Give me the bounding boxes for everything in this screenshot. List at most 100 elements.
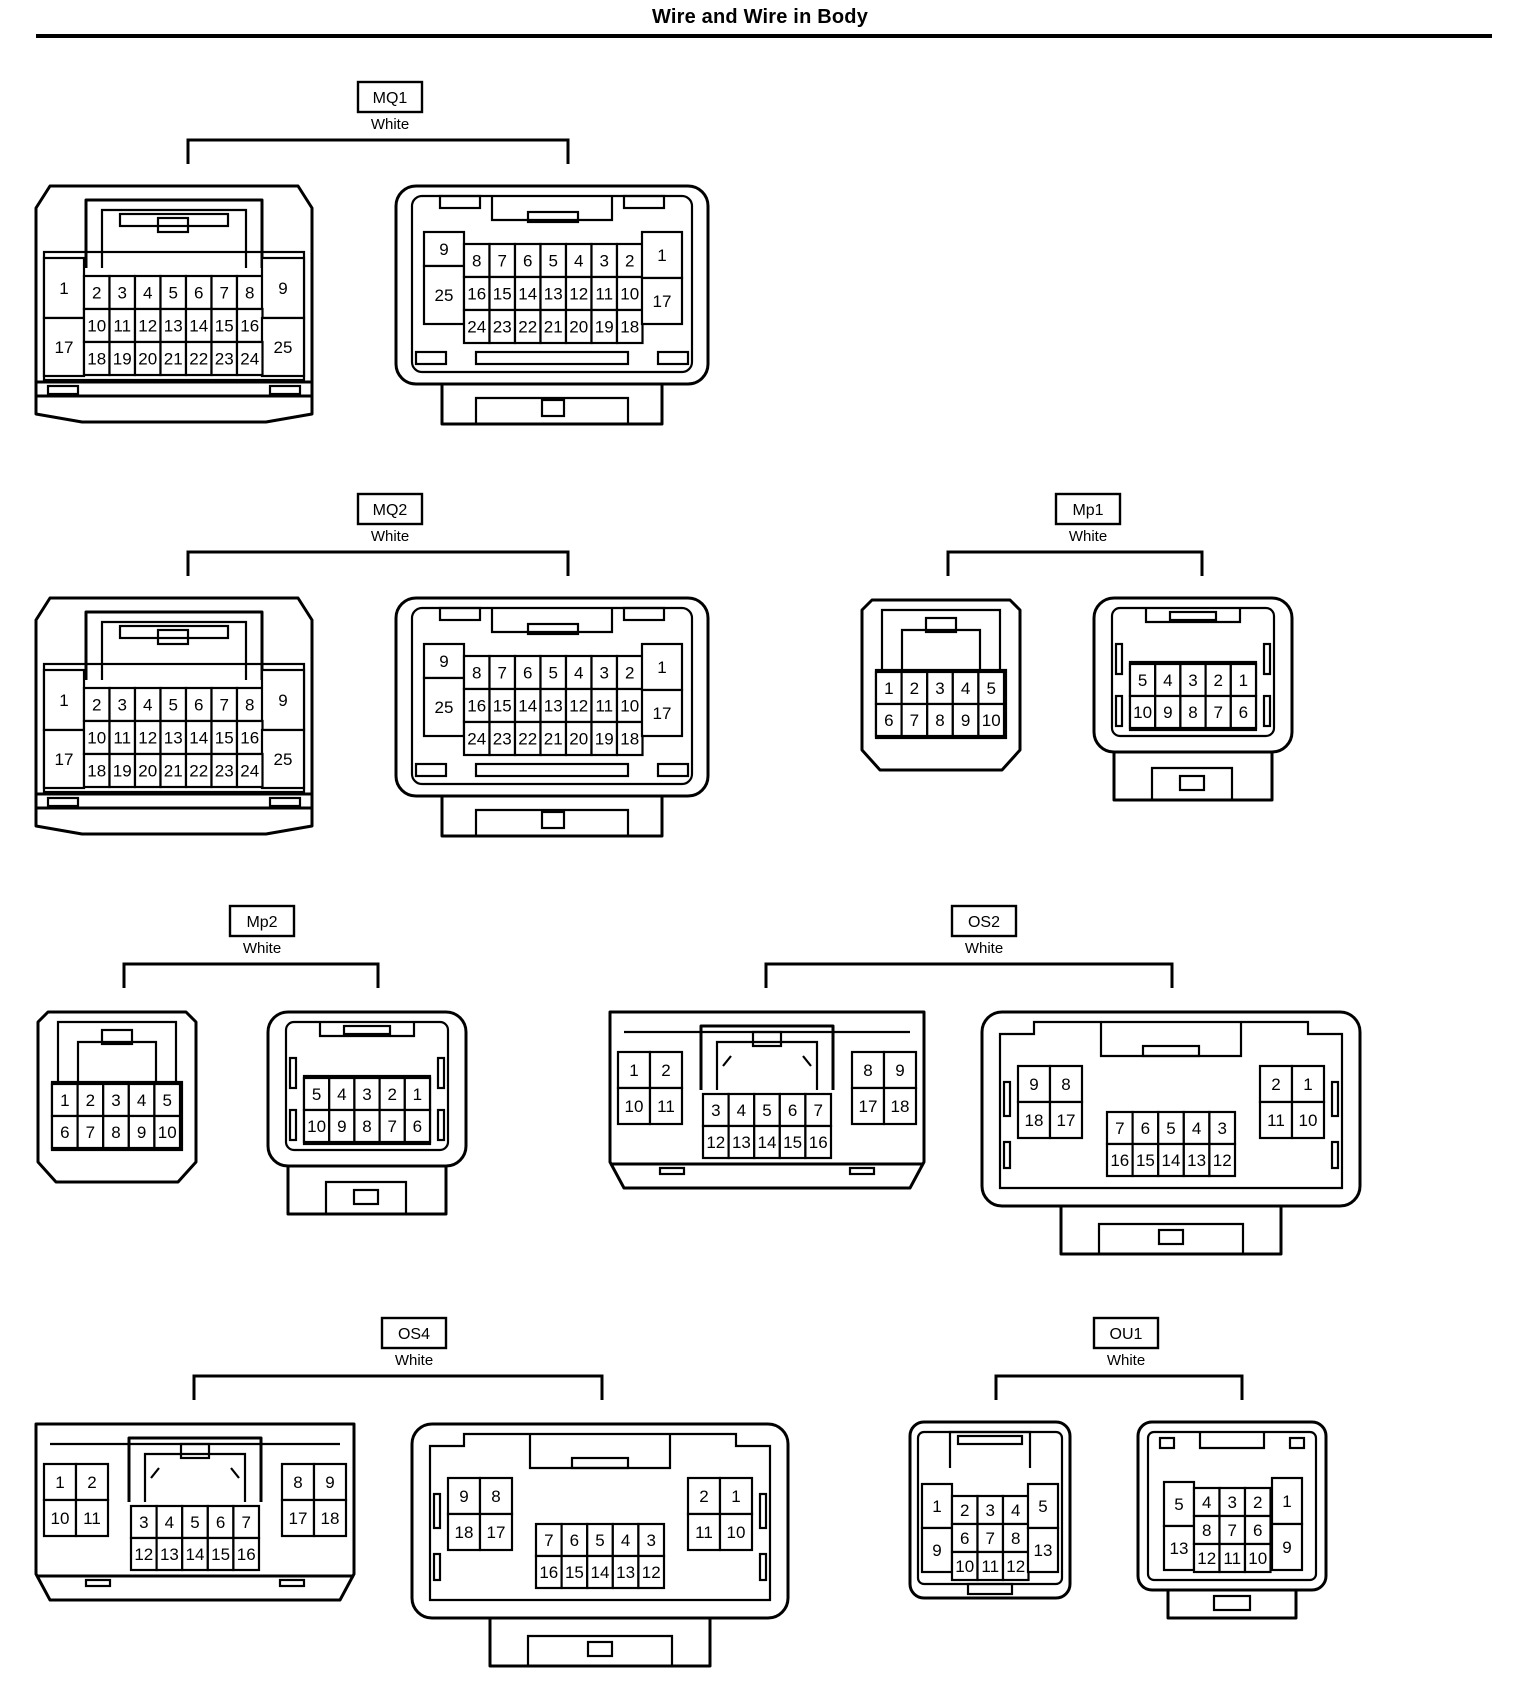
pin-cavity: 7	[1204, 694, 1232, 730]
pin-number: 5	[162, 1091, 171, 1110]
pin-cavity: 3	[353, 1076, 381, 1112]
pin-number: 1	[59, 691, 68, 710]
pin-number: 5	[595, 1531, 604, 1550]
pin-number: 3	[646, 1531, 655, 1550]
pin-cavity: 13	[539, 687, 568, 724]
pin-cavity: 3	[108, 274, 137, 311]
pin-cavity: 2	[615, 242, 644, 279]
pin-cavity: 22	[513, 720, 542, 757]
pin-cavity: 10	[153, 1114, 182, 1150]
pin-number: 8	[111, 1123, 120, 1142]
pin-cavity: 6	[950, 1522, 979, 1554]
pin-number: 10	[1299, 1111, 1318, 1130]
pin-number: 5	[1038, 1497, 1047, 1516]
connector-color: White	[965, 940, 1003, 957]
pin-cavity: 18	[82, 340, 111, 377]
pin-number: 7	[387, 1117, 396, 1136]
pin-number: 9	[459, 1487, 468, 1506]
pin-cavity: 11	[74, 1498, 110, 1538]
pin-number: 13	[616, 1563, 635, 1582]
pin-number: 4	[1192, 1119, 1201, 1138]
pin-number: 6	[194, 696, 203, 715]
pin-cavity: 11	[686, 1512, 722, 1552]
pin-number: 24	[467, 318, 486, 337]
pin-cavity: 5	[753, 1092, 781, 1128]
pin-cavity: 14	[513, 687, 542, 724]
pin-cavity: 19	[108, 752, 137, 789]
pin-number: 16	[240, 317, 259, 336]
pin-cavity: 23	[488, 720, 517, 757]
pin-cavity: 9	[882, 1050, 918, 1090]
pin-number: 16	[240, 729, 259, 748]
pin-number: 14	[758, 1133, 777, 1152]
pin-cavity: 4	[1192, 1486, 1221, 1518]
pin-number: 7	[1115, 1119, 1124, 1138]
pin-cavity: 9	[1270, 1522, 1304, 1572]
pin-cavity: 15	[488, 275, 517, 312]
pin-cavity: 9	[328, 1108, 356, 1144]
pin-cavity: 5	[539, 242, 568, 279]
pin-cavity: 8	[280, 1462, 316, 1502]
pin-number: 6	[194, 284, 203, 303]
pin-cavity: 8	[462, 242, 491, 279]
pin-cavity: 13	[1162, 1524, 1196, 1572]
connector-code-box	[1054, 492, 1122, 526]
pin-cavity: 20	[564, 308, 593, 345]
pin-number: 21	[544, 730, 563, 749]
pin-number: 4	[143, 284, 152, 303]
pin-cavity: 25	[260, 728, 306, 790]
pin-cavity: 8	[353, 1108, 381, 1144]
pin-cavity: 8	[1001, 1522, 1030, 1554]
pin-cavity: 11	[648, 1086, 684, 1126]
pin-number: 17	[653, 292, 672, 311]
pin-number: 12	[138, 729, 157, 748]
pin-cavity: 1	[50, 1082, 79, 1118]
pin-number: 13	[164, 317, 183, 336]
pin-cavity: 12	[564, 275, 593, 312]
pin-number: 9	[1282, 1538, 1291, 1557]
pin-cavity: 2	[76, 1082, 105, 1118]
pin-number: 1	[731, 1487, 740, 1506]
pin-cavity: 20	[133, 340, 162, 377]
pin-cavity: 24	[235, 752, 264, 789]
pin-number: 7	[1213, 703, 1222, 722]
pin-number: 14	[591, 1563, 610, 1582]
pin-number: 8	[293, 1473, 302, 1492]
connector-code: Mp1	[1072, 502, 1103, 519]
pin-number: 2	[92, 696, 101, 715]
connector-color: White	[395, 1352, 433, 1369]
pin-number: 10	[51, 1509, 70, 1528]
pin-cavity: 7	[210, 686, 239, 723]
pin-cavity: 5	[586, 1522, 614, 1558]
pin-number: 7	[813, 1101, 822, 1120]
pin-number: 6	[788, 1101, 797, 1120]
pin-number: 10	[620, 285, 639, 304]
pin-number: 23	[493, 318, 512, 337]
pin-cavity: 1	[640, 642, 684, 692]
pin-cavity: 4	[951, 670, 980, 706]
pin-number: 4	[574, 252, 583, 271]
pin-cavity: 3	[1208, 1110, 1237, 1146]
pin-number: 11	[595, 697, 613, 716]
pin-cavity: 10	[82, 719, 111, 756]
pin-cavity: 18	[882, 1086, 918, 1126]
pin-cavity: 17	[850, 1086, 886, 1126]
pin-number: 11	[595, 285, 613, 304]
pin-cavity: 11	[1218, 1542, 1247, 1574]
pin-number: 20	[569, 730, 588, 749]
pin-cavity: 6	[513, 242, 542, 279]
pin-cavity: 4	[564, 242, 593, 279]
pin-number: 18	[87, 350, 106, 369]
pin-cavity: 15	[210, 307, 239, 344]
pin-cavity: 1	[42, 668, 86, 732]
pin-cavity: 13	[611, 1554, 640, 1590]
pin-number: 13	[1187, 1151, 1206, 1170]
pin-cavity: 7	[488, 654, 517, 691]
pin-number: 1	[60, 1091, 69, 1110]
pin-cavity: 20	[133, 752, 162, 789]
pin-cavity: 14	[513, 275, 542, 312]
